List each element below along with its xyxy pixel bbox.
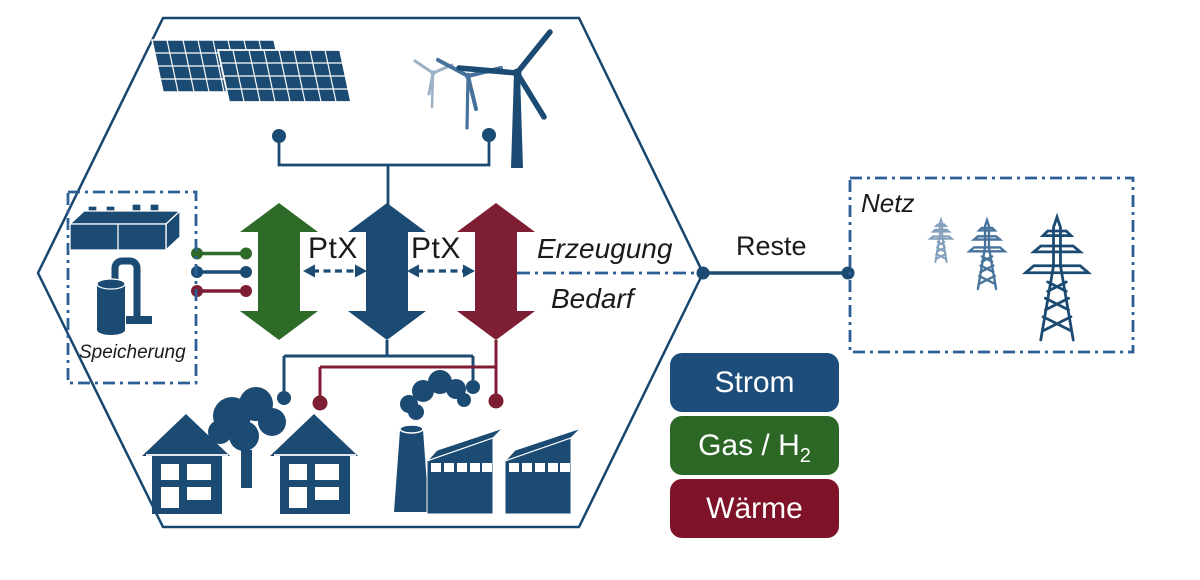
- tree-icon: [208, 387, 286, 488]
- waerme-balance-arrow: [457, 203, 535, 340]
- generation-collector-lines: [272, 128, 496, 205]
- legend-waerme-label: Wärme: [706, 492, 803, 525]
- netz-label: Netz: [861, 188, 915, 218]
- factory-icon: [394, 370, 582, 515]
- strom-balance-arrow: [348, 203, 426, 340]
- legend-gas-subscript: 2: [799, 445, 811, 467]
- transmission-towers-icon: [927, 212, 1093, 342]
- storage-connector-waerme: [191, 285, 252, 297]
- storage-connector-gas: [191, 247, 252, 260]
- reste-label: Reste: [736, 231, 807, 261]
- storage-connector-strom: [191, 266, 252, 278]
- legend-gas-label: Gas / H: [698, 429, 800, 462]
- legend-strom-label: Strom: [714, 366, 795, 399]
- ptx-coupling-arrow-left: [303, 264, 367, 278]
- bedarf-label: Bedarf: [551, 283, 634, 314]
- ptx-label-right: PtX: [411, 232, 461, 265]
- strom-demand-lines: [277, 340, 480, 405]
- netz-box: [848, 176, 1135, 354]
- houses-icon: [142, 414, 358, 514]
- house-left: [142, 414, 230, 514]
- gas-balance-arrow: [240, 203, 318, 340]
- house-right: [270, 414, 358, 514]
- erzeugung-label: Erzeugung: [537, 233, 673, 264]
- battery-storage-icon: [68, 203, 182, 252]
- speicherung-box: [66, 190, 198, 385]
- legend-item-strom: Strom: [670, 353, 839, 412]
- speicherung-label: Speicherung: [79, 342, 186, 363]
- legend-item-gas-h2: Gas / H2: [670, 416, 839, 475]
- wind-turbines-icon: [413, 29, 553, 168]
- pylon-medium-icon: [966, 216, 1008, 291]
- reste-line: [696, 266, 855, 280]
- ptx-coupling-arrow-right: [407, 264, 475, 278]
- gas-tank-icon: [96, 257, 152, 335]
- ptx-label-left: PtX: [308, 232, 358, 265]
- solar-panels-icon: [151, 39, 353, 103]
- waerme-demand-lines: [312, 340, 504, 411]
- hexagon-boundary: [36, 16, 705, 529]
- pylon-large-icon: [1021, 212, 1093, 342]
- legend-item-waerme: Wärme: [670, 479, 839, 538]
- energy-carrier-legend: Strom Gas / H2 Wärme: [670, 353, 839, 542]
- pylon-small-icon: [927, 216, 955, 264]
